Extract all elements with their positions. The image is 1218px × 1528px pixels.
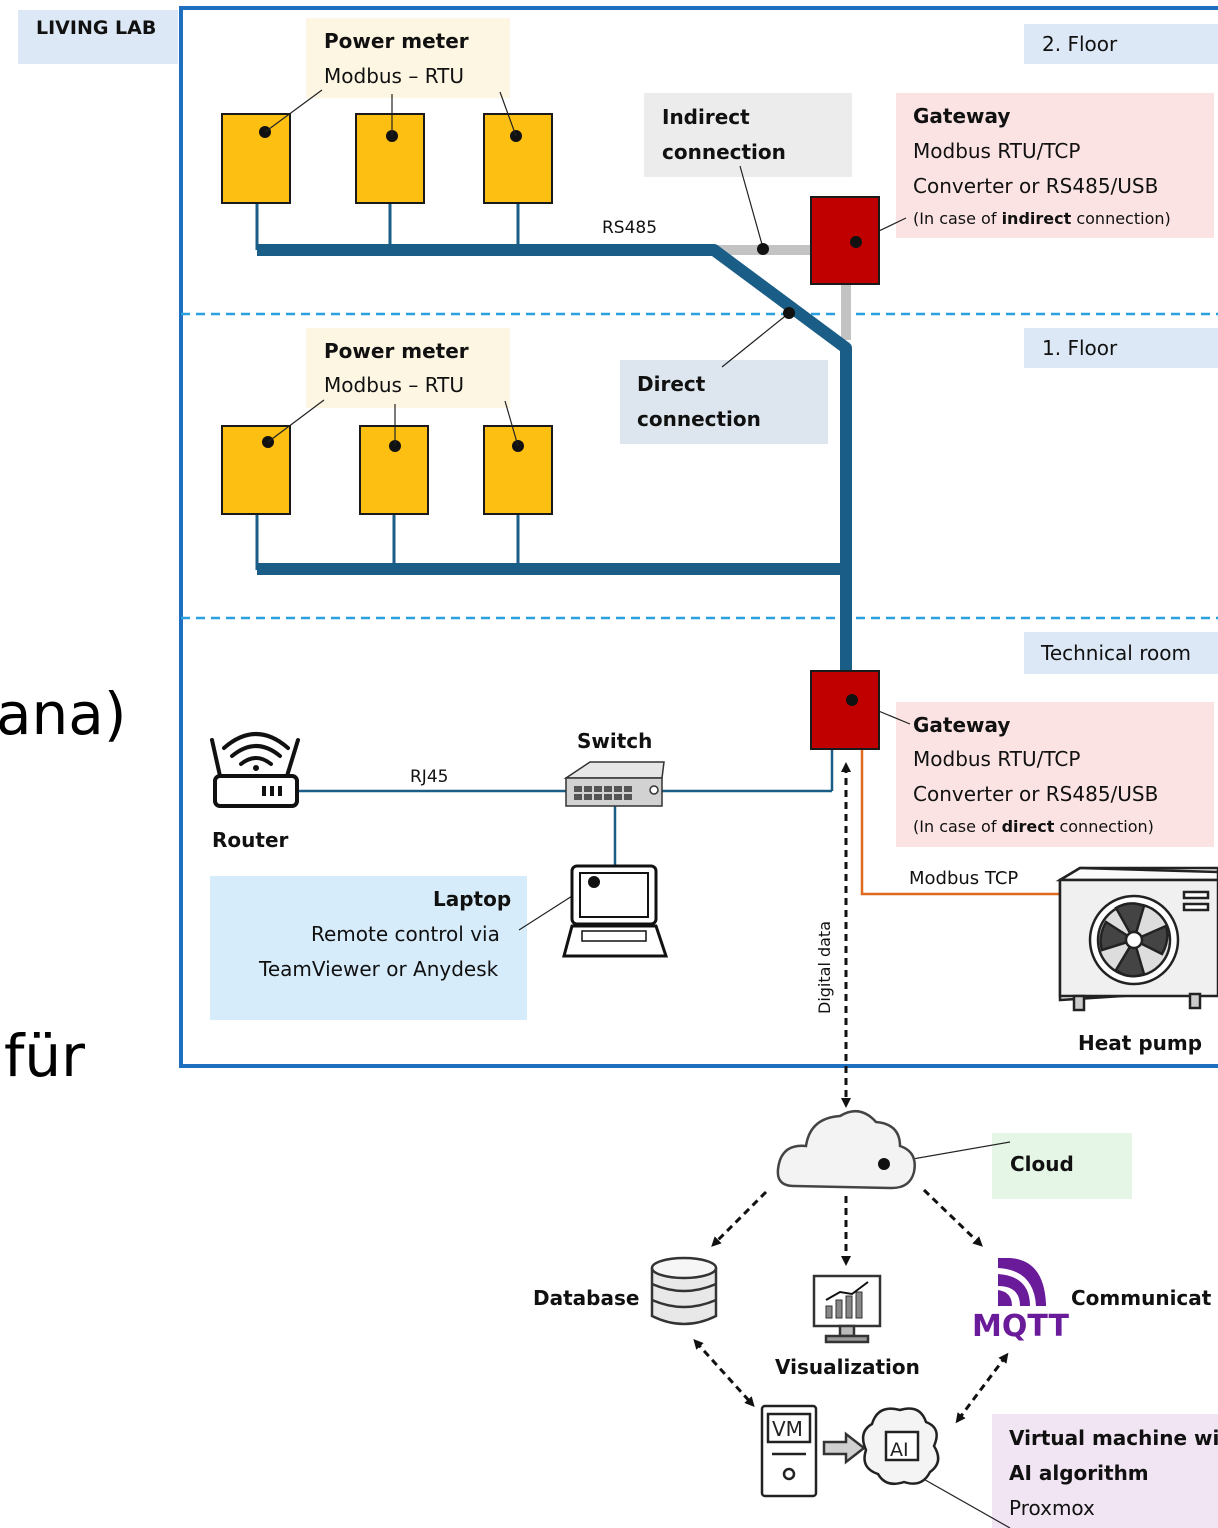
ai-brain-icon [861,1407,940,1485]
communication-label: Communicat [1071,1286,1212,1310]
power-meter-2-box [306,18,510,98]
background-text-bottom: für [4,1022,86,1090]
heat-pump-icon [1055,866,1218,1012]
indirect-box [644,93,852,177]
laptop-line2: TeamViewer or Anydesk [259,957,499,981]
switch-label: Switch [577,729,653,753]
visualization-label: Visualization [775,1355,920,1379]
indirect-line1: Indirect [662,105,750,129]
gateway-top-note-bold: indirect [1001,209,1072,228]
floor1-box [1024,328,1218,368]
gateway-top-line2: Converter or RS485/USB [913,174,1159,198]
heat-pump-label: Heat pump [1078,1031,1203,1055]
vm-box [992,1414,1218,1528]
gateway-top-device [810,196,880,285]
switch-icon [563,761,665,807]
gateway-bottom-box [896,702,1214,847]
direct-box [620,360,828,444]
router-label: Router [212,828,289,852]
ai-icon-label: AI [890,1439,909,1461]
cloud-icon [776,1109,916,1190]
indirect-line2: connection [662,140,786,164]
power-meter-1-box [306,328,510,408]
living-lab-box [18,10,178,64]
vm-box-line3: Proxmox [1009,1496,1095,1520]
tech-room-label: Technical room [1041,641,1191,665]
background-text-top: ana) [0,680,127,748]
direct-line2: connection [637,407,761,431]
cloud-label: Cloud [1010,1152,1074,1176]
visualization-icon [812,1274,882,1344]
gateway-top-note-post: connection) [1071,209,1171,228]
tech-room-box [1024,632,1218,674]
power-meter-box [483,113,553,204]
gateway-bottom-line2: Converter or RS485/USB [913,782,1159,806]
gateway-top-note-pre: (In case of [913,209,1002,228]
gateway-top-title: Gateway [913,104,1011,128]
living-lab-frame [179,6,1218,1068]
mqtt-label: MQTT [972,1309,1070,1344]
power-meter-1-title: Power meter [324,339,469,363]
modbus-tcp-line [860,750,1062,896]
gateway-top-line1: Modbus RTU/TCP [913,139,1081,163]
cloud-box [992,1133,1132,1199]
power-meter-box [221,425,291,515]
laptop-icon [562,864,669,958]
laptop-title: Laptop [433,887,512,911]
floor2-label: 2. Floor [1042,32,1118,56]
power-meter-box [221,113,291,204]
database-label: Database [533,1286,640,1310]
gateway-bottom-line1: Modbus RTU/TCP [913,747,1081,771]
vm-icon-label: VM [772,1417,803,1441]
power-meter-2-protocol: Modbus – RTU [324,64,464,88]
gateway-top-box [896,93,1214,238]
gateway-bottom-title: Gateway [913,713,1011,737]
rs485-label: RS485 [602,218,657,238]
power-meter-box [483,425,553,515]
direct-line1: Direct [637,372,706,396]
vm-icon [760,1404,818,1498]
gateway-bottom-note-post: connection) [1054,817,1154,836]
laptop-box [210,876,527,1020]
power-meter-2-title: Power meter [324,29,469,53]
mqtt-icon [998,1258,1046,1306]
living-lab-label: LIVING LAB [36,17,157,39]
modbus-tcp-label: Modbus TCP [909,868,1018,889]
laptop-line1: Remote control via [311,922,500,946]
power-meter-1-protocol: Modbus – RTU [324,373,464,397]
rs485-bus [257,244,852,672]
power-meter-box [355,113,425,204]
router-icon [210,732,300,808]
gateway-bottom-note: (In case of direct connection) [913,817,1154,836]
rj45-label: RJ45 [410,767,448,787]
vm-box-line2: AI algorithm [1009,1461,1149,1485]
gateway-top-note: (In case of indirect connection) [913,209,1171,228]
vm-box-line1: Virtual machine wi [1009,1426,1218,1450]
floor2-box [1024,24,1218,64]
floor1-label: 1. Floor [1042,336,1118,360]
gateway-bottom-note-pre: (In case of [913,817,1002,836]
arrow-right-icon [822,1431,867,1465]
gateway-bottom-device [810,670,880,750]
digital-data-label: Digital data [815,921,834,1014]
database-icon [650,1256,718,1326]
power-meter-box [359,425,429,515]
gateway-bottom-note-bold: direct [1001,817,1055,836]
